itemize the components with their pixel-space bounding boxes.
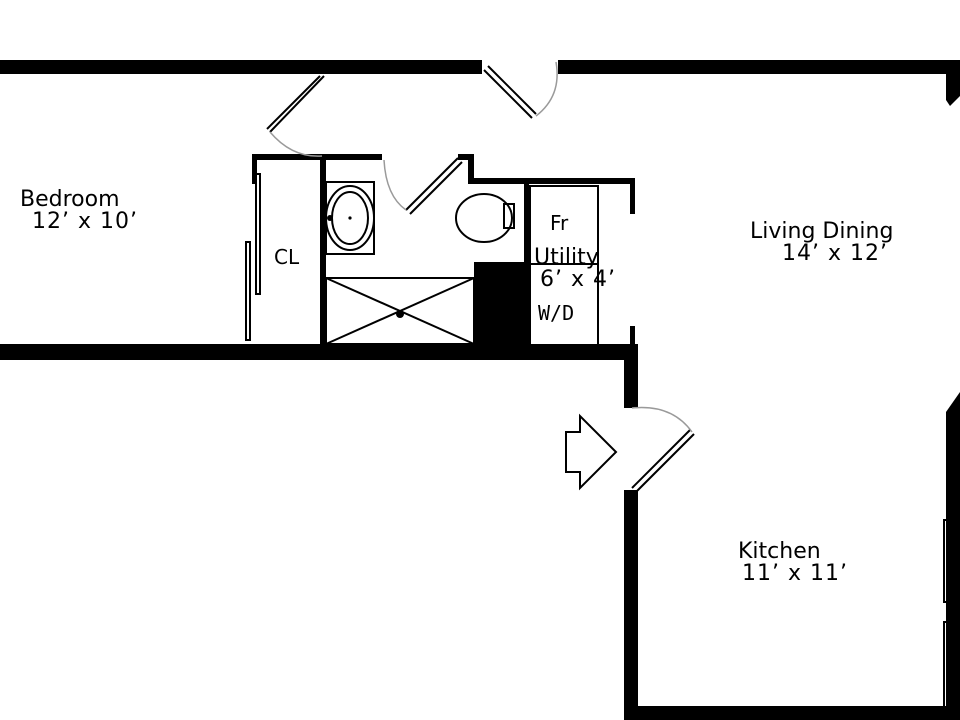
sink-icon	[325, 185, 375, 251]
room-labels: Bedroom 12’ x 10’ CL Fr Utility 6’ x 4’ …	[20, 187, 893, 586]
doors	[266, 61, 695, 493]
wall-closet-left	[252, 154, 257, 184]
closet-slider-1	[255, 173, 261, 295]
living-dining-name: Living Dining	[750, 219, 893, 244]
bedroom-name: Bedroom	[20, 187, 120, 212]
utility-name: Utility	[534, 245, 599, 270]
kitchen-name: Kitchen	[738, 539, 821, 564]
wall-bath-step	[468, 154, 474, 184]
washer-dryer-box	[529, 263, 599, 347]
closet-slider-2	[245, 241, 251, 341]
bedroom-door-swing	[269, 131, 323, 157]
closet-label: CL	[274, 245, 300, 269]
bedroom-door-leaf	[269, 75, 325, 133]
entry-door-swing	[535, 61, 558, 117]
entry-door-leaf	[483, 69, 533, 119]
kitchen-appliances	[943, 519, 960, 709]
wall-right-lower	[946, 392, 960, 720]
bedroom-size: 12’ x 10’	[32, 209, 138, 234]
wall-kitchen-left-lower	[624, 490, 638, 720]
shower-stall	[325, 277, 475, 345]
wall-bath-top-c	[458, 154, 472, 160]
kitchen-door-leaf	[631, 429, 691, 489]
bath-door-leaf	[405, 157, 459, 211]
bathroom-fixtures	[325, 181, 515, 345]
wall-kitchen-left-upper	[624, 344, 638, 408]
solid-column	[474, 262, 528, 346]
kitchen-door-leaf-inner	[635, 433, 695, 493]
utility-size: 6’ x 4’	[540, 267, 616, 292]
wall-top-right	[558, 60, 960, 74]
bedroom-door-leaf-inner	[266, 75, 321, 130]
wall-bottom	[624, 706, 960, 720]
toilet-icon	[455, 193, 513, 243]
living-dining-size: 14’ x 12’	[782, 241, 888, 266]
bath-door-swing	[383, 159, 407, 211]
drain-icon	[348, 216, 352, 220]
kitchen-counter-2	[943, 621, 960, 709]
wall-utility-right-top	[630, 178, 635, 214]
washer-dryer-label: W/D	[538, 301, 574, 325]
entry-arrow-icon	[565, 413, 618, 491]
entry-door-leaf-inner	[487, 65, 537, 115]
kitchen-door-swing	[631, 406, 693, 433]
kitchen-size: 11’ x 11’	[742, 561, 848, 586]
wall-corner-top-right	[946, 60, 960, 106]
shower-drain-icon	[396, 310, 404, 318]
wall-utility-right-bottom	[630, 326, 635, 346]
wall-utility-left	[524, 178, 529, 346]
wall-middle	[0, 344, 638, 360]
wall-bath-top-b	[322, 154, 382, 160]
toilet-tank	[503, 203, 515, 229]
kitchen-counter-1	[943, 519, 960, 603]
wall-bath-top-a	[252, 154, 324, 160]
utility-fixtures	[529, 185, 599, 347]
wall-bath-top-d	[470, 178, 634, 184]
faucet-icon	[327, 215, 333, 221]
walls	[0, 60, 960, 720]
fridge-label: Fr	[550, 211, 569, 235]
wall-closet-right	[320, 154, 326, 346]
closet-sliding-doors	[245, 173, 261, 341]
wall-top-left	[0, 60, 482, 74]
bath-door-leaf-inner	[409, 161, 463, 215]
